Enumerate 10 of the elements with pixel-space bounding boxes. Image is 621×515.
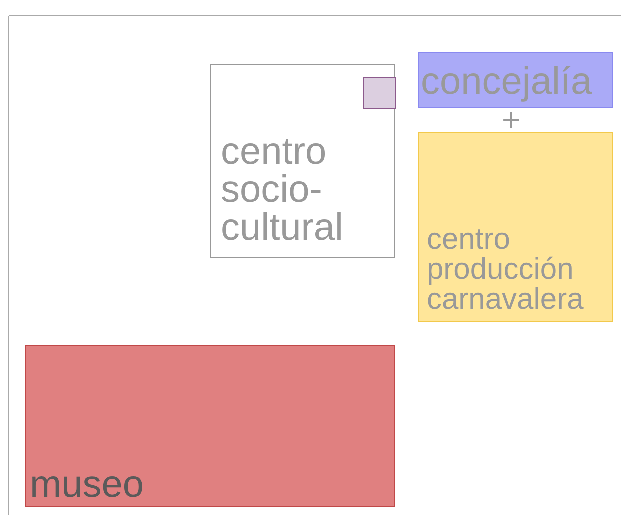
room-label: centro producción carnavalera [427, 225, 585, 315]
plus-sign: + [502, 104, 521, 136]
room-label: centro socio-cultural [221, 133, 344, 247]
small-room-box [363, 77, 396, 109]
room-label: concejalía [421, 63, 594, 101]
room-label: museo [30, 466, 146, 504]
room-box [418, 52, 613, 108]
room-box [210, 64, 395, 258]
room-box [25, 345, 395, 507]
room-box [418, 132, 613, 322]
